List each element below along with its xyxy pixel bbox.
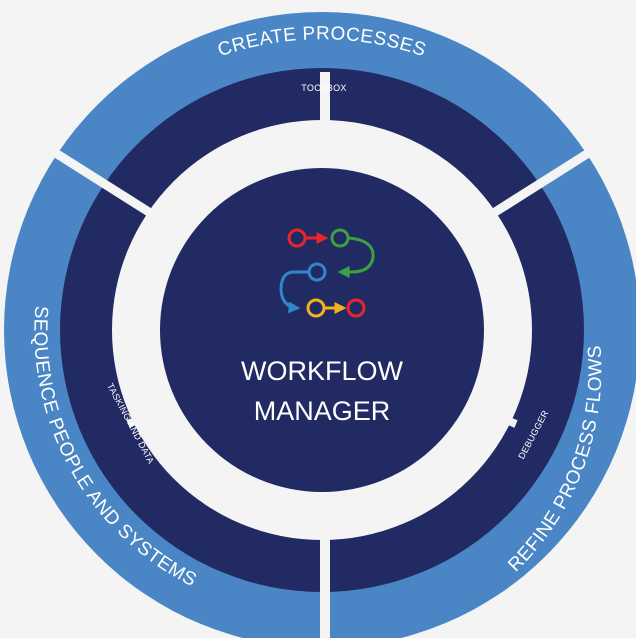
center-title-line2: MANAGER bbox=[254, 396, 391, 426]
inner-label-toolbox: TOOLBOX bbox=[301, 83, 346, 93]
red-node-top bbox=[287, 228, 307, 248]
green-loop bbox=[337, 236, 375, 278]
center-title-line1: WORKFLOW bbox=[241, 356, 404, 386]
workflow-flow-icon bbox=[279, 228, 375, 318]
center-disc bbox=[160, 168, 484, 492]
yellow-node bbox=[306, 298, 326, 318]
blue-loop bbox=[279, 270, 309, 314]
red-node-bottom bbox=[346, 298, 366, 318]
separator-top-right bbox=[489, 136, 612, 218]
separator-top-left bbox=[32, 136, 155, 218]
